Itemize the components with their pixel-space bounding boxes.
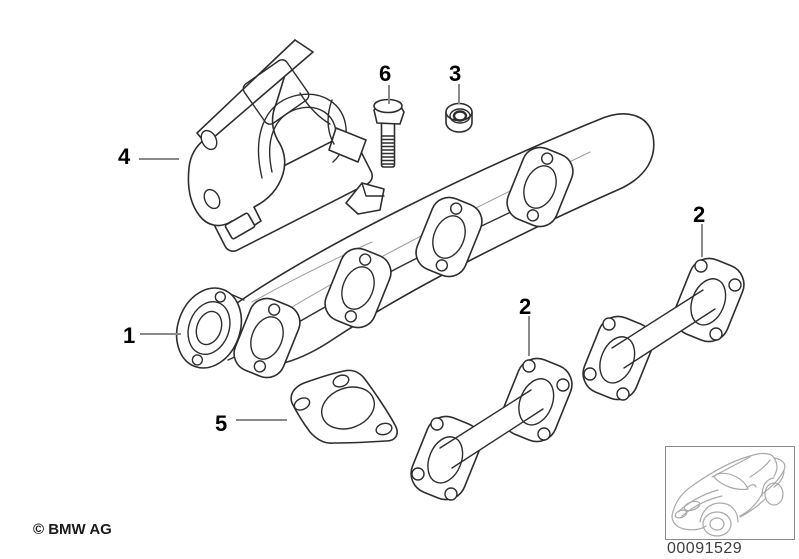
copyright-text: © BMW AG xyxy=(33,521,112,538)
diagram-number-text: 00091529 xyxy=(667,540,743,557)
nut-drawing xyxy=(445,102,473,133)
callout-label-2-right: 2 xyxy=(693,202,706,227)
gasket-single-drawing xyxy=(290,369,398,444)
callout-label-1: 1 xyxy=(123,323,136,348)
callout-label-6: 6 xyxy=(379,61,392,86)
gasket-twin-right-drawing xyxy=(576,251,751,407)
vehicle-thumbnail xyxy=(665,446,795,540)
leader-line-2-right xyxy=(701,224,703,257)
bolt-drawing xyxy=(373,98,405,168)
thumbnail-border xyxy=(665,446,795,540)
callout-label-3: 3 xyxy=(449,61,462,86)
leader-line-1 xyxy=(140,333,181,335)
leader-line-2-left xyxy=(528,316,530,356)
manifold-drawing xyxy=(175,113,655,384)
car-icon xyxy=(671,452,786,537)
leader-line-4 xyxy=(139,158,179,160)
callout-label-2-left: 2 xyxy=(519,294,532,319)
callout-label-4: 4 xyxy=(118,144,131,169)
callout-label-5: 5 xyxy=(215,411,228,436)
leader-line-5 xyxy=(236,419,287,421)
heat-shield-drawing xyxy=(187,39,374,252)
leader-line-6 xyxy=(388,85,390,104)
leader-line-3 xyxy=(458,84,460,104)
gasket-twin-left-drawing xyxy=(404,351,579,507)
manifold-inlet-flange xyxy=(175,287,243,369)
